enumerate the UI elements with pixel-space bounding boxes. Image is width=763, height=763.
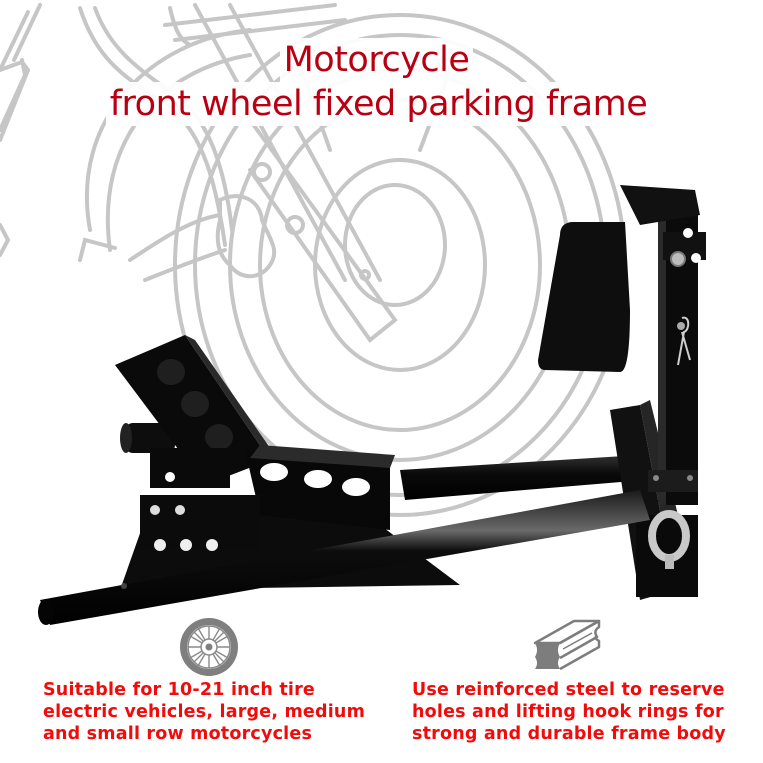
feature-reinforced-steel: Use reinforced steel to reserve holes an… — [412, 679, 726, 745]
feature-text-line: holes and lifting hook rings for — [412, 702, 724, 722]
feature-text-line: electric vehicles, large, medium — [43, 702, 365, 722]
title-line-1: Motorcycle — [279, 38, 474, 82]
feature-tire-compatibility: Suitable for 10-21 inch tire electric ve… — [43, 679, 365, 745]
feature-text-line: Suitable for 10-21 inch tire — [43, 680, 315, 700]
page-title: Motorcycle front wheel fixed parking fra… — [0, 38, 763, 126]
wheel-icon — [180, 618, 238, 676]
feature-text-line: and small row motorcycles — [43, 724, 313, 744]
title-line-2: front wheel fixed parking frame — [105, 82, 652, 126]
feature-text-line: Use reinforced steel to reserve — [412, 680, 725, 700]
feature-text-line: strong and durable frame body — [412, 724, 726, 744]
steel-beam-icon — [533, 619, 601, 671]
